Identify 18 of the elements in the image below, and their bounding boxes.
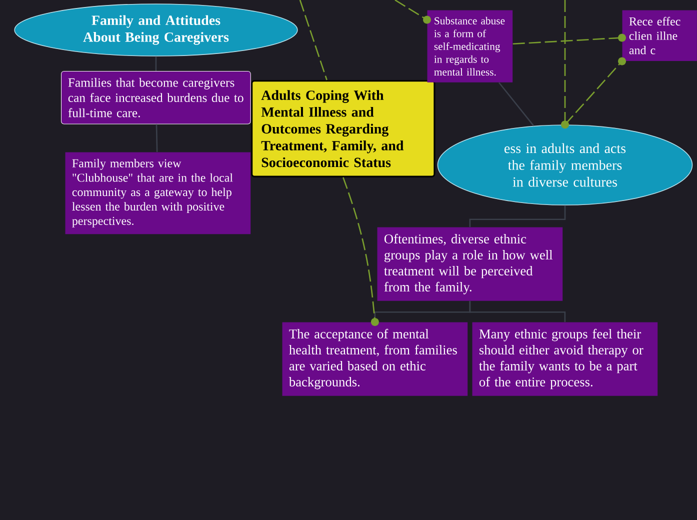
topic-box: Many ethnic groups feel their should either avoid therapy or the family wants to be a part of the entire process. [472, 322, 658, 396]
topic-box: Oftentimes, diverse ethnic groups play a role in how well treatment will be perceived from the family. [377, 227, 563, 301]
relationship-line [512, 34, 626, 45]
topic-box: Family members view "Clubhouse" that are in the local community as a gateway to help lessen the burden with positive perspectives. [65, 152, 251, 234]
topic-box: Families that become caregivers can face increased burdens due to full-time care. [61, 71, 251, 124]
relationship-line [561, 0, 569, 129]
connector-line [156, 124, 158, 152]
central-topic-box: Adults Coping With Mental Illness and Outcomes Regarding Treatment, Family, and Socioeconomic Status [251, 80, 436, 178]
connector-line [469, 205, 566, 227]
connector-line [469, 301, 566, 322]
relationship-line [299, 0, 328, 80]
relationship-line [394, 0, 431, 24]
topic-box: Rece effec clien illne and c [622, 10, 697, 61]
connector-line [155, 56, 157, 71]
relationship-line [342, 177, 379, 326]
connector-line [498, 82, 534, 126]
topic-box: Substance abuse is a form of self-medicating in regards to mental illness. [427, 10, 513, 82]
topic-box: The acceptance of mental health treatment, from families are varied based on ethic backgrounds. [282, 322, 468, 396]
